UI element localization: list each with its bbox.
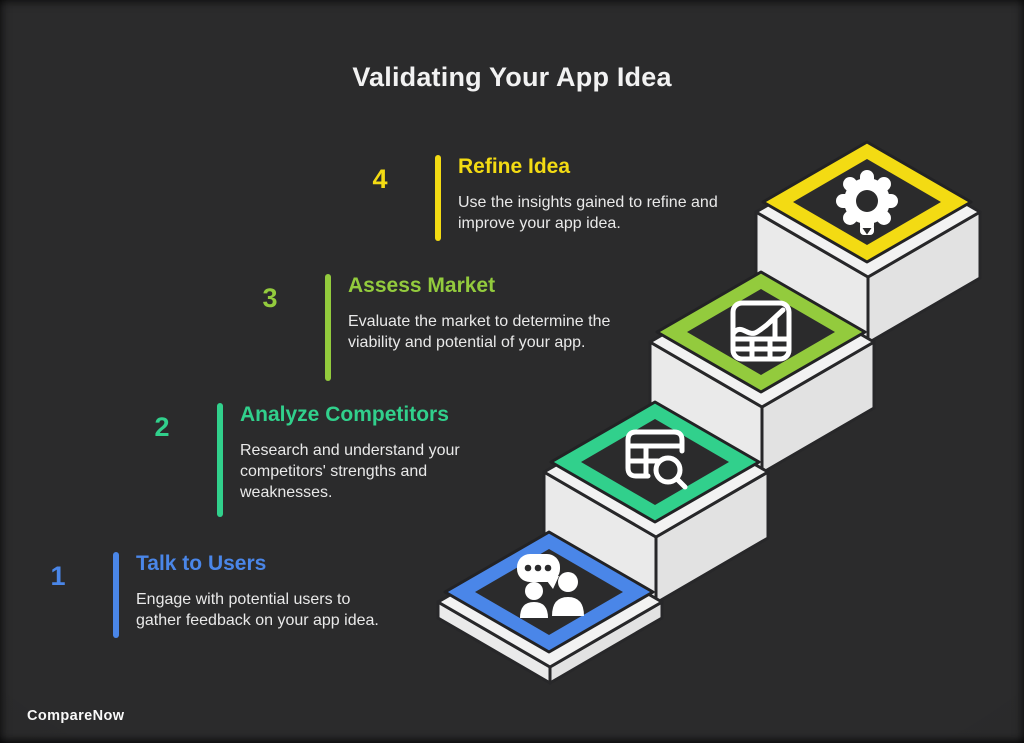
- step-1-block: 1 Talk to Users Engage with potential us…: [36, 552, 394, 638]
- step-1-number: 1: [50, 561, 66, 591]
- step-4-number: 4: [372, 164, 388, 194]
- step-1-platform: [436, 530, 664, 685]
- step-1-title: Talk to Users: [136, 552, 267, 575]
- step-2-block: 2 Analyze Competitors Research and under…: [140, 403, 474, 517]
- step-2-accent-bar: [217, 403, 223, 517]
- step-1-description: Engage with potential users to gather fe…: [136, 591, 379, 629]
- step-2-number: 2: [154, 412, 170, 442]
- step-2-platform: [542, 400, 770, 605]
- step-2-title: Analyze Competitors: [240, 403, 449, 426]
- step-3-number: 3: [262, 283, 278, 313]
- step-4-accent-bar: [435, 155, 441, 241]
- step-3-description: Evaluate the market to determine the via…: [348, 313, 611, 351]
- step-1-diamond: [443, 530, 655, 654]
- step-2-content: Analyze Competitors Research and underst…: [240, 403, 474, 503]
- page-title: Validating Your App Idea: [352, 62, 672, 92]
- step-1-content: Talk to Users Engage with potential user…: [136, 552, 394, 631]
- step-1-accent-bar: [113, 552, 119, 638]
- step-4-description: Use the insights gained to refine and im…: [458, 194, 718, 232]
- brand-logo: CompareNow: [27, 708, 125, 724]
- step-3-title: Assess Market: [348, 274, 496, 297]
- step-4-title: Refine Idea: [458, 155, 571, 178]
- step-4-block: 4 Refine Idea Use the insights gained to…: [358, 155, 720, 241]
- step-3-accent-bar: [325, 274, 331, 381]
- step-2-description: Research and understand your competitors…: [240, 442, 460, 501]
- step-3-content: Assess Market Evaluate the market to det…: [348, 274, 612, 353]
- step-3-block: 3 Assess Market Evaluate the market to d…: [248, 274, 612, 381]
- step-4-content: Refine Idea Use the insights gained to r…: [458, 155, 720, 234]
- step-3-platform: [648, 270, 876, 475]
- step-4-platform: [754, 140, 982, 345]
